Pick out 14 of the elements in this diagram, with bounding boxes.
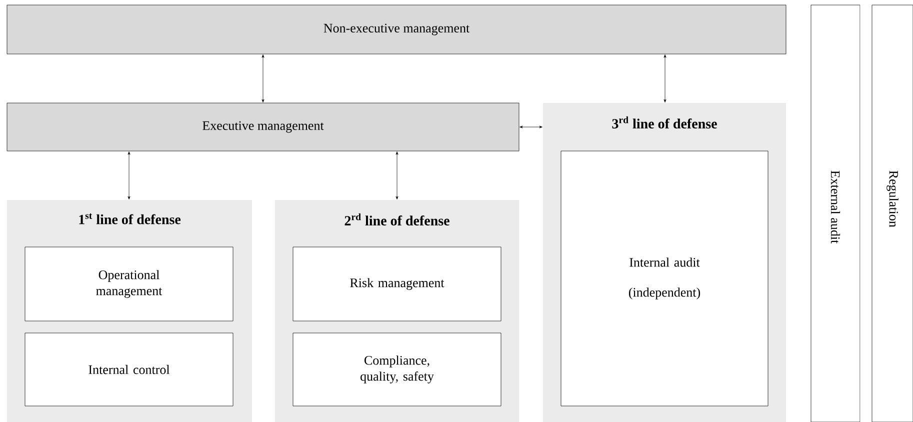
arrow <box>520 126 542 128</box>
vertical-bar: Regulation <box>872 4 913 422</box>
management-box: Non-executive management <box>6 4 786 54</box>
arrow <box>128 152 130 200</box>
vertical-bar: External audit <box>810 4 860 422</box>
function-box: Internal control <box>24 332 234 406</box>
arrow <box>262 54 264 102</box>
arrow <box>664 54 666 102</box>
function-box: Operational management <box>24 246 234 322</box>
management-box: Executive management <box>6 102 520 152</box>
arrow <box>396 152 398 200</box>
function-box: Risk management <box>292 246 502 322</box>
function-box: Internal audit (independent) <box>560 150 768 406</box>
function-box: Compliance, quality, safety <box>292 332 502 406</box>
